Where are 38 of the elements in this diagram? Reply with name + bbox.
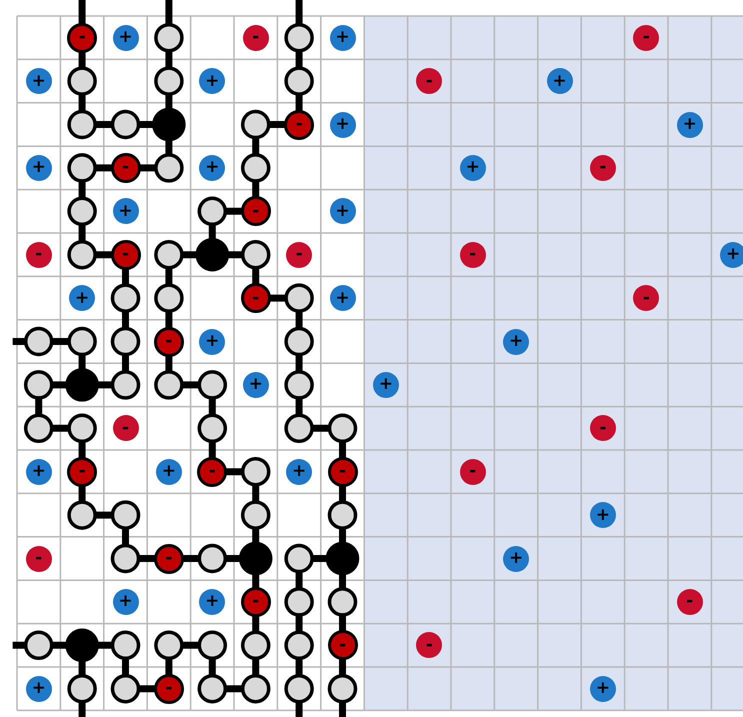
anion-marker: - — [26, 546, 52, 572]
charged-bead: - — [240, 196, 271, 226]
cation-marker: + — [330, 24, 356, 51]
cation-marker: + — [112, 198, 138, 224]
cation-marker: + — [26, 458, 52, 485]
charged-bead: - — [67, 22, 98, 53]
charged-bead: - — [240, 283, 271, 314]
charged-bead: - — [110, 152, 140, 183]
cation-marker: + — [242, 372, 269, 398]
charged-bead: - — [328, 456, 358, 487]
anion-marker: - — [286, 242, 312, 268]
cation-marker: + — [26, 676, 52, 702]
cation-marker: + — [26, 68, 52, 94]
cation-marker: + — [330, 112, 356, 138]
charged-bead: - — [154, 674, 184, 704]
charged-bead: - — [154, 544, 184, 574]
cation-marker: + — [112, 24, 138, 51]
cation-marker: + — [69, 285, 96, 312]
cation-marker: + — [199, 154, 226, 181]
cation-marker: + — [199, 588, 226, 615]
cation-marker: + — [112, 588, 138, 615]
cation-marker: + — [156, 458, 182, 485]
anion-marker: - — [26, 242, 52, 268]
charged-bead: - — [154, 326, 184, 356]
charged-bead: - — [284, 110, 314, 140]
charged-bead: - — [240, 586, 271, 617]
charged-bead: - — [328, 630, 358, 660]
cation-marker: + — [199, 328, 226, 354]
anion-marker: - — [242, 24, 269, 51]
cation-marker: + — [26, 154, 52, 181]
charged-bead: - — [197, 456, 228, 487]
charged-bead: - — [110, 240, 140, 270]
cation-marker: + — [286, 458, 312, 485]
cation-marker: + — [199, 68, 226, 94]
anion-marker: - — [112, 415, 138, 442]
charged-bead: - — [67, 456, 98, 487]
cation-marker: + — [330, 198, 356, 224]
cation-marker: + — [330, 285, 356, 312]
